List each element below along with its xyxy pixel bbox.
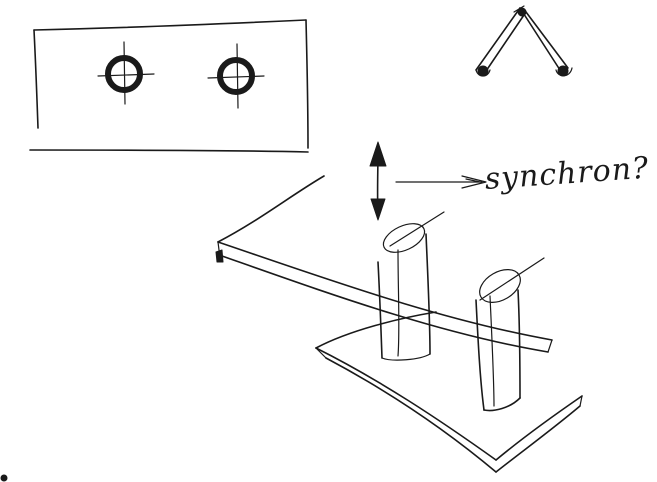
left-column [377,211,445,361]
vertical-motion-arrow-icon [369,141,387,221]
annotation-arrow-icon [395,175,487,189]
hole-left-icon [97,41,155,105]
upper-plate [215,175,553,353]
hole-right-icon [207,43,265,109]
ink-dot [0,474,8,482]
linkage-icon [475,5,573,77]
base-plate [315,311,583,473]
top-view-plate [29,19,309,153]
right-column [475,257,545,412]
